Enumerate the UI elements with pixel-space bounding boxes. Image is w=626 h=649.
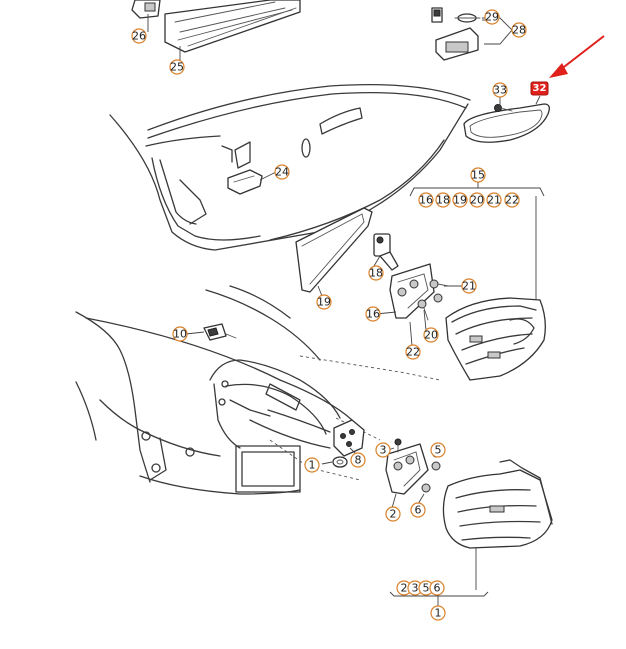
svg-text:10: 10	[173, 328, 187, 341]
rear-body-quarter	[75, 285, 441, 495]
callout-20-group[interactable]: 20	[469, 192, 485, 208]
svg-text:19: 19	[317, 296, 331, 309]
callout-1[interactable]: 1	[304, 457, 320, 473]
upper-tail-lamp	[445, 297, 546, 381]
trunk-release-switch	[227, 169, 263, 195]
callout-32-highlighted[interactable]: 32	[530, 81, 549, 96]
callout-6[interactable]: 6	[410, 502, 426, 518]
svg-text:5: 5	[435, 444, 442, 457]
callout-24[interactable]: 24	[274, 164, 290, 180]
callout-28[interactable]: 28	[511, 22, 527, 38]
svg-text:22: 22	[505, 194, 519, 207]
callout-10[interactable]: 10	[172, 326, 188, 342]
callout-29[interactable]: 29	[484, 9, 500, 25]
callout-8[interactable]: 8	[350, 452, 366, 468]
callout-1-assembly[interactable]: 1	[430, 605, 446, 621]
svg-text:18: 18	[369, 267, 383, 280]
callout-21[interactable]: 21	[461, 278, 477, 294]
svg-text:21: 21	[487, 194, 501, 207]
svg-text:6: 6	[434, 582, 441, 595]
svg-text:21: 21	[462, 280, 476, 293]
callout-18-group[interactable]: 18	[435, 192, 451, 208]
svg-text:3: 3	[412, 582, 419, 595]
callout-22[interactable]: 22	[405, 344, 421, 360]
trunk-lid	[109, 83, 471, 251]
lower-bulb-carrier	[385, 438, 441, 495]
svg-text:2: 2	[390, 508, 397, 521]
callout-22-group[interactable]: 22	[504, 192, 520, 208]
svg-text:24: 24	[275, 166, 289, 179]
svg-text:20: 20	[470, 194, 484, 207]
svg-text:6: 6	[415, 504, 422, 517]
callout-26[interactable]: 26	[131, 28, 147, 44]
callout-6-group[interactable]: 6	[429, 580, 445, 596]
svg-text:3: 3	[380, 444, 387, 457]
callout-19[interactable]: 19	[316, 294, 332, 310]
callout-33[interactable]: 33	[492, 82, 508, 98]
svg-text:29: 29	[485, 11, 499, 24]
upper-bulb-carrier	[389, 263, 449, 321]
svg-text:1: 1	[309, 459, 316, 472]
side-trim-panel	[295, 207, 373, 293]
svg-text:18: 18	[436, 194, 450, 207]
callout-20[interactable]: 20	[423, 327, 439, 343]
svg-text:20: 20	[424, 329, 438, 342]
highlight-arrow	[549, 35, 605, 78]
svg-text:28: 28	[512, 24, 526, 37]
callout-5[interactable]: 5	[430, 442, 446, 458]
bulb-socket-18	[373, 233, 399, 271]
grommet	[332, 456, 348, 468]
svg-text:1: 1	[435, 607, 442, 620]
license-light-housing	[131, 0, 301, 53]
callout-3[interactable]: 3	[375, 442, 391, 458]
callout-15[interactable]: 15	[470, 167, 486, 183]
callout-18[interactable]: 18	[368, 265, 384, 281]
svg-text:19: 19	[453, 194, 467, 207]
callout-16[interactable]: 16	[365, 306, 381, 322]
sensor-10	[203, 323, 237, 341]
wiring-connector-8	[333, 419, 365, 457]
svg-text:22: 22	[406, 346, 420, 359]
svg-text:16: 16	[419, 194, 433, 207]
svg-text:25: 25	[170, 61, 184, 74]
svg-text:5: 5	[423, 582, 430, 595]
svg-text:8: 8	[355, 454, 362, 467]
svg-text:2: 2	[401, 582, 408, 595]
svg-text:16: 16	[366, 308, 380, 321]
svg-text:32: 32	[533, 83, 547, 94]
license-plate-lamp	[431, 7, 481, 61]
callout-21-group[interactable]: 21	[486, 192, 502, 208]
reflector-part	[463, 103, 550, 143]
svg-text:26: 26	[132, 30, 146, 43]
callout-16-group[interactable]: 16	[418, 192, 434, 208]
callout-19-group[interactable]: 19	[452, 192, 468, 208]
svg-text:15: 15	[471, 169, 485, 182]
callout-25[interactable]: 25	[169, 59, 185, 75]
callout-2[interactable]: 2	[385, 506, 401, 522]
lower-tail-lamp	[442, 459, 553, 549]
svg-text:33: 33	[493, 84, 507, 97]
